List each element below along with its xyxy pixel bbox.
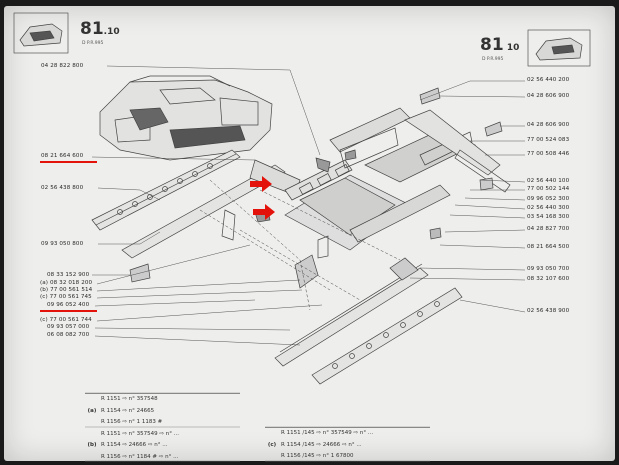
part-number-label: 02 56 440 200 [527, 77, 570, 83]
part-number-label: 08 21 664 500 [527, 244, 570, 250]
thumbnail-frame-left [13, 12, 69, 54]
part-number-label: 06 08 082 700 [47, 332, 90, 338]
variant-table-left: R 1151 ⇨ n° 357548 (a)R 1154 ⇨ n° 24665 … [85, 393, 240, 463]
part-number-label: 09 96 052 300 [527, 196, 570, 202]
part-number-label: 09 93 050 700 [527, 266, 570, 272]
leader-lines-left [91, 65, 323, 346]
table-row: R 1156 ⇨ n° 1184 # ⇨ n° ... [101, 453, 179, 460]
red-underline-part-09-96-052-400 [40, 310, 97, 312]
part-number-label: 77 00 524 083 [527, 137, 570, 143]
part-number-label: 04 28 606 900 [527, 93, 570, 99]
part-number-label: (c) 77 00 561 745 [40, 294, 92, 300]
part-number-label: 04 28 606 900 [527, 122, 570, 128]
table-row: R 1151 /145 ⇨ n° 357549 ⇨ n° ... [281, 430, 374, 436]
part-number-label: (c) 77 00 561 744 [40, 317, 92, 323]
part-number-label: 02 56 440 300 [527, 205, 570, 211]
page-code-right-small: D P.R.995 [482, 57, 504, 62]
part-number-label: 77 00 508 446 [527, 151, 570, 157]
part-number-label: 77 00 502 144 [527, 186, 570, 192]
red-highlight-arrows [250, 176, 275, 220]
table-row: (b)R 1154 ⇨ 24666 ⇨ n° ... [87, 442, 168, 448]
part-number-label-highlighted: 09 96 052 400 [47, 302, 90, 308]
red-arrow-upper [250, 176, 272, 192]
parts-catalog-sheet [4, 6, 615, 461]
part-number-label: 03 54 168 300 [527, 214, 570, 220]
thumbnail-frame-right [527, 29, 591, 67]
table-row: R 1156 ⇨ n° 1 1183 # [101, 419, 163, 425]
part-number-label: (b) 77 00 561 514 [40, 287, 93, 293]
part-right-side-member [274, 263, 429, 367]
page-code-left-small: D P.R.995 [82, 41, 104, 46]
part-number-label: 08 32 107 600 [527, 276, 570, 282]
part-right-floor-member [404, 109, 511, 193]
assembly-guide-lines [199, 179, 401, 311]
table-row: R 1151 ⇨ n° 357549 ⇨ n° ... [101, 430, 179, 437]
red-arrow-lower [253, 204, 275, 220]
part-number-label: 09 93 057 000 [47, 324, 90, 330]
table-row: (c)R 1154 /145 ⇨ 24666 ⇨ n° ... [267, 441, 362, 448]
part-number-label-highlighted: 08 21 664 600 [41, 153, 84, 159]
leader-lines-right [409, 80, 526, 313]
table-row: R 1151 ⇨ n° 357548 [101, 396, 158, 402]
table-row: R 1156 /145 ⇨ n° 1 67800 [281, 453, 354, 459]
part-left-sill [91, 149, 241, 231]
part-number-label: (a) 08 32 018 200 [40, 280, 93, 286]
variant-table-right: R 1151 /145 ⇨ n° 357549 ⇨ n° ... (c)R 11… [265, 427, 430, 463]
red-underline-part-08-21-664-600 [40, 161, 97, 163]
part-number-label: 08 33 152 900 [47, 272, 90, 278]
part-number-label: 09 93 050 800 [41, 241, 84, 247]
part-left-floor-member [121, 159, 301, 259]
part-number-label: 04 28 827 700 [527, 226, 570, 232]
part-right-sill [311, 287, 463, 385]
page-code-left: 81.10 [80, 19, 120, 39]
part-number-label: 02 56 438 800 [41, 185, 84, 191]
car-body-outline [99, 75, 273, 161]
part-number-label: 04 28 822 800 [41, 63, 84, 69]
part-number-label: 02 56 438 900 [527, 308, 570, 314]
table-row: (a)R 1154 ⇨ n° 24665 [87, 407, 155, 414]
page-code-right: 81 10 [480, 35, 520, 55]
part-number-label: 02 56 440 100 [527, 178, 570, 184]
